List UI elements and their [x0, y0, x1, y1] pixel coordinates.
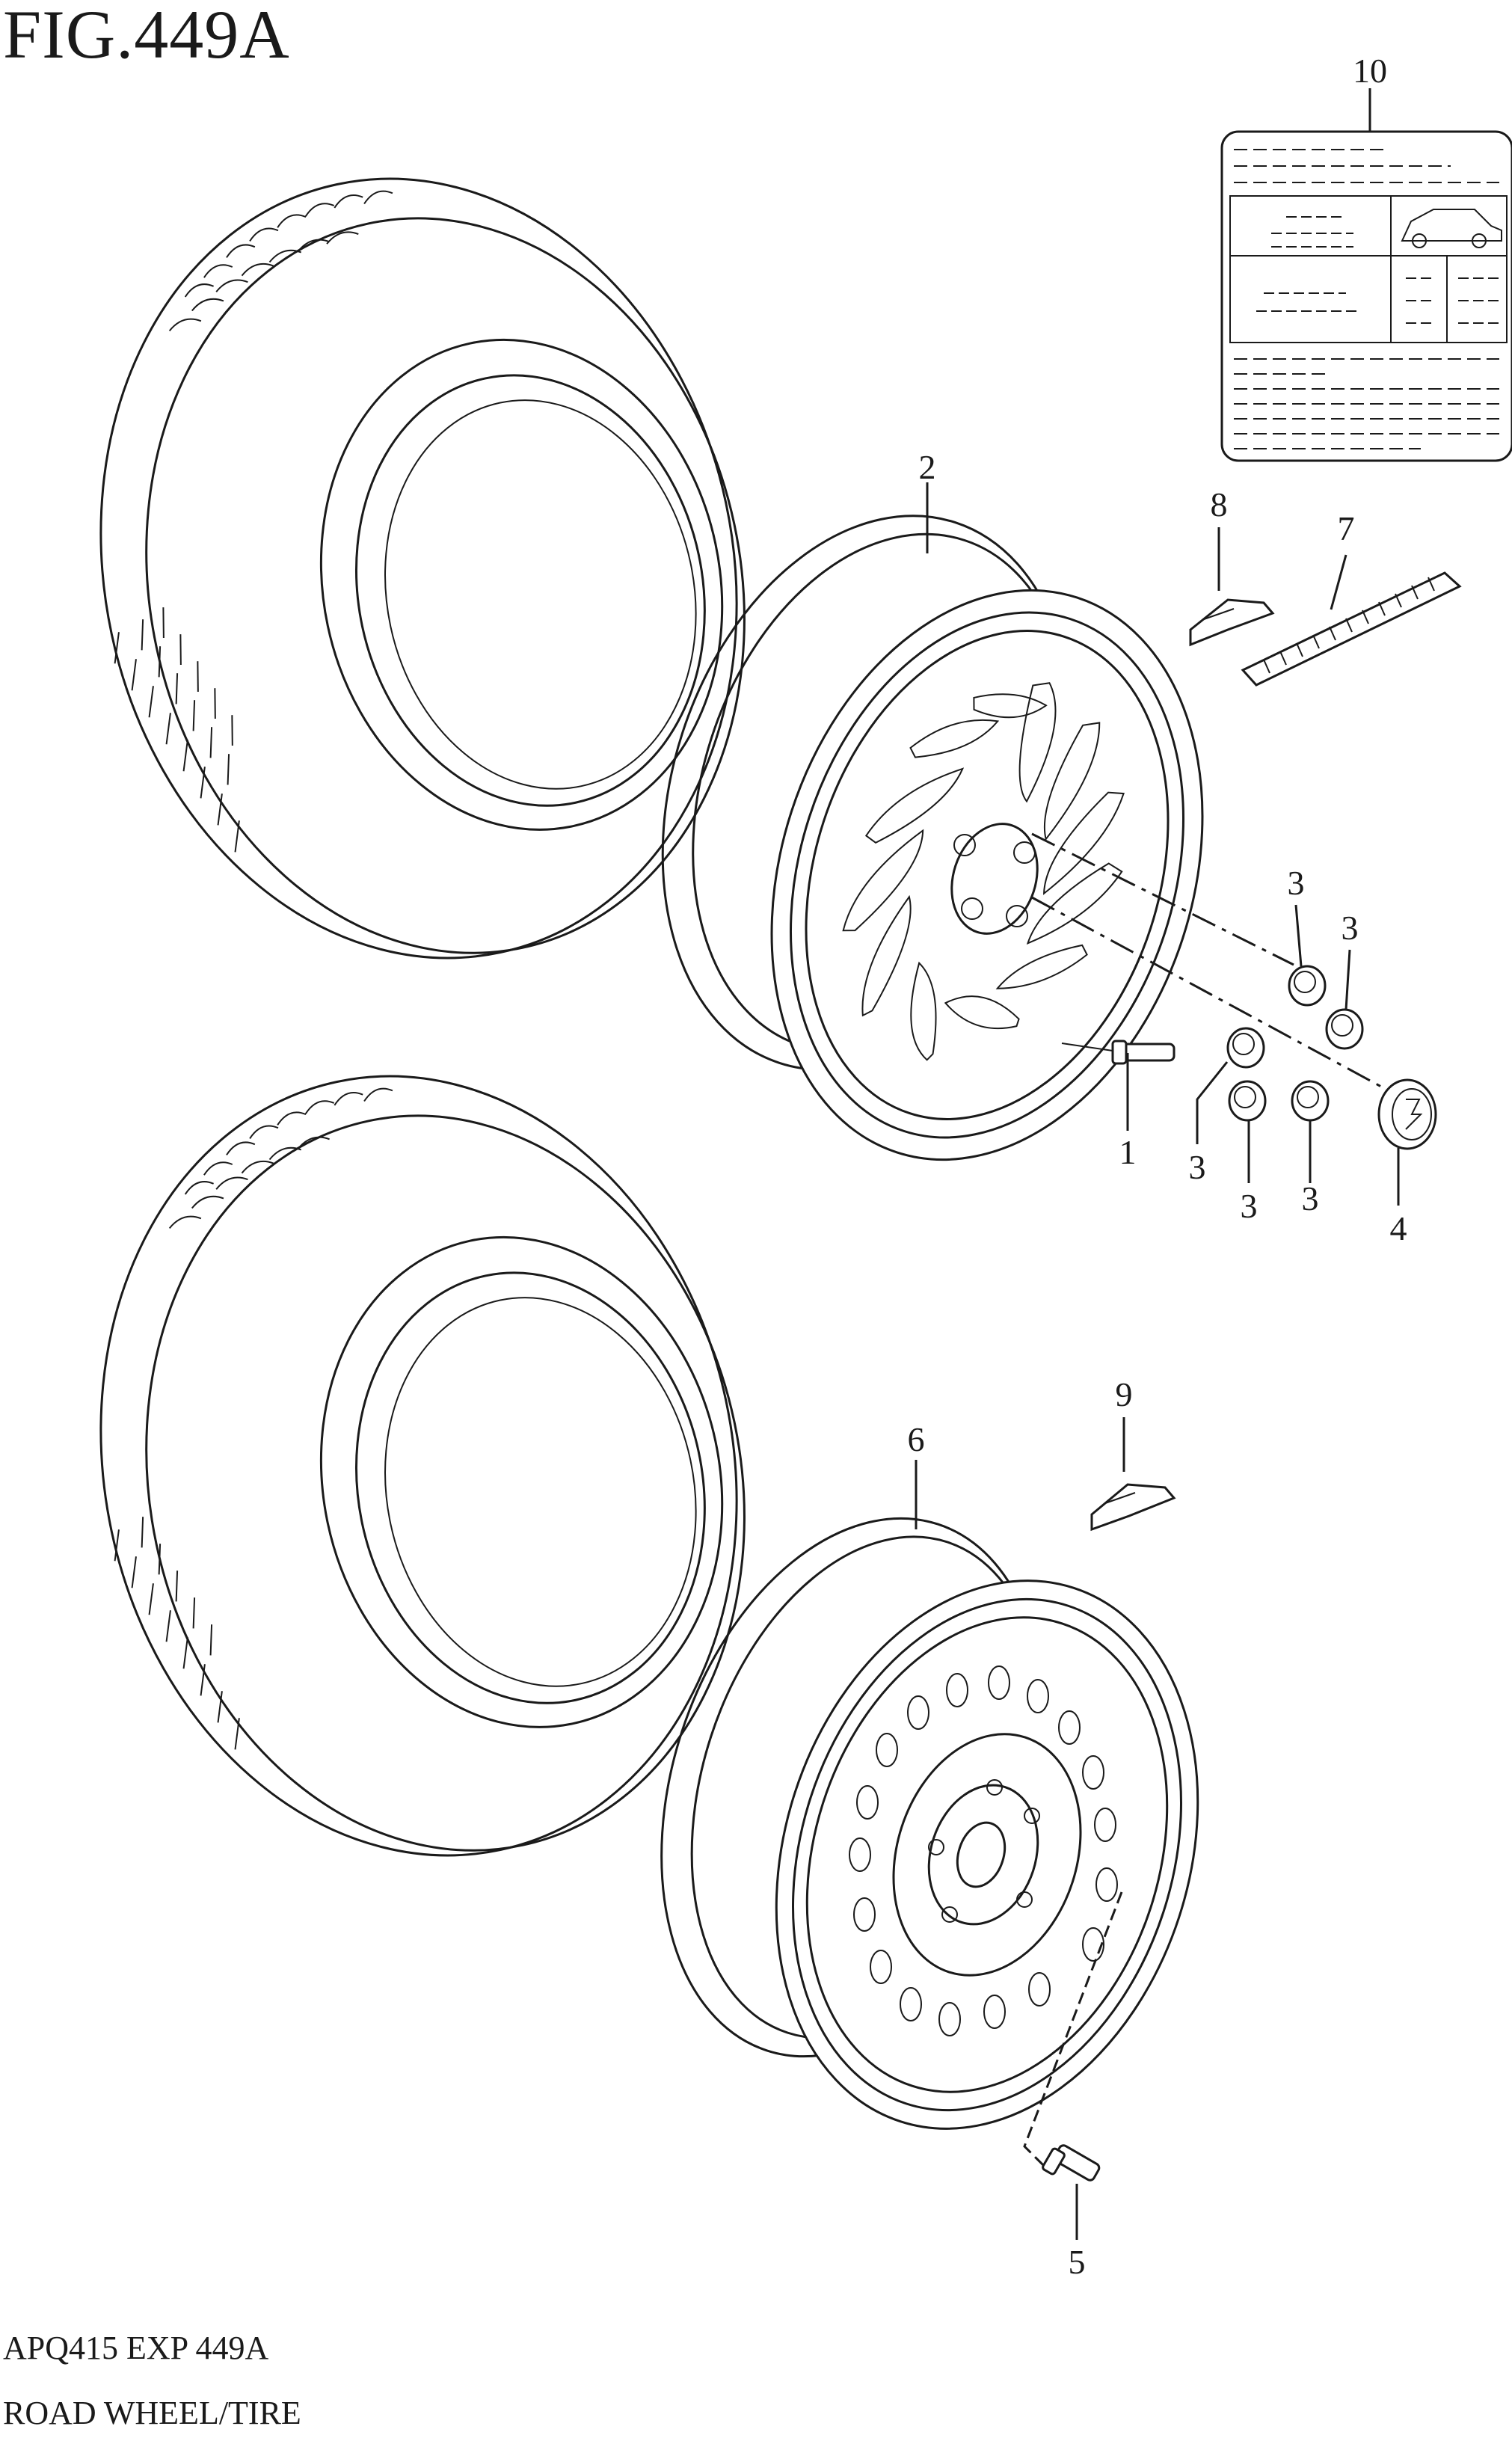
figure-title: FIG.449A — [3, 0, 290, 73]
callout-2: 2 — [919, 448, 936, 486]
valve-stem-lower[interactable] — [1042, 2144, 1101, 2182]
alloy-wheel[interactable] — [594, 462, 1273, 1216]
wheel-nut[interactable] — [1226, 1027, 1265, 1069]
figure-name: ROAD WHEEL/TIRE — [3, 2395, 301, 2431]
callout-3: 3 — [1189, 1148, 1206, 1186]
callout-8: 8 — [1211, 485, 1228, 524]
callout-4: 4 — [1390, 1209, 1407, 1247]
center-cap[interactable] — [1377, 1078, 1437, 1150]
callout-3: 3 — [1342, 909, 1359, 947]
tire-lower[interactable] — [27, 1016, 811, 1916]
tpms-sensor-lower[interactable] — [1090, 1483, 1176, 1532]
callout-7: 7 — [1338, 509, 1355, 547]
callout-10: 10 — [1353, 52, 1387, 90]
wheel-nut[interactable] — [1325, 1008, 1364, 1050]
leader-lines — [915, 88, 1400, 2240]
callout-3: 3 — [1241, 1187, 1258, 1225]
wheel-nut[interactable] — [1288, 965, 1327, 1007]
callout-9: 9 — [1116, 1375, 1133, 1413]
valve-stem[interactable] — [1061, 1040, 1176, 1065]
callout-5: 5 — [1069, 2243, 1086, 2281]
callout-3: 3 — [1288, 864, 1305, 902]
wheel-nut[interactable] — [1228, 1080, 1267, 1122]
alignment-line — [1031, 896, 1392, 1093]
tpms-sensor-upper[interactable] — [1189, 598, 1275, 647]
callout-6: 6 — [908, 1420, 925, 1458]
callout-1: 1 — [1119, 1133, 1137, 1171]
callout-3: 3 — [1302, 1179, 1319, 1218]
tire-pressure-label[interactable] — [1220, 130, 1512, 462]
tire-upper[interactable] — [27, 118, 811, 1019]
wheel-nut[interactable] — [1291, 1080, 1330, 1122]
steel-wheel[interactable] — [596, 1469, 1265, 2184]
valve-guide-line — [1023, 1891, 1123, 2170]
balance-weight-strip[interactable] — [1241, 571, 1462, 687]
figure-code: APQ415 EXP 449A — [3, 2330, 269, 2366]
alignment-line — [1031, 832, 1294, 966]
